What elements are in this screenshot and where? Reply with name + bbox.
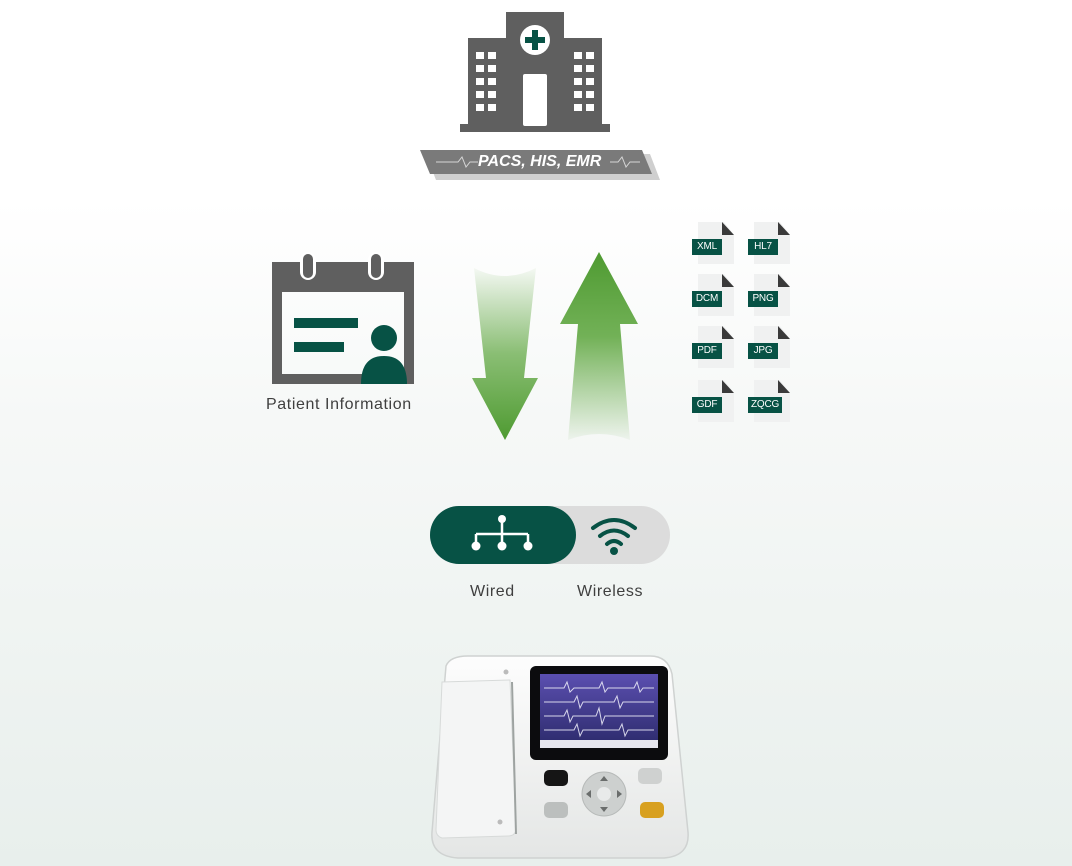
connection-toggle[interactable] bbox=[430, 506, 670, 564]
file-format-label: ZQCG bbox=[748, 397, 783, 413]
pacs-banner bbox=[420, 150, 660, 180]
file-format-label: JPG bbox=[748, 343, 778, 359]
file-format-label: HL7 bbox=[748, 239, 778, 255]
hospital-icon bbox=[460, 12, 610, 132]
file-format-label: PDF bbox=[692, 343, 722, 359]
patient-calendar-icon bbox=[272, 252, 414, 384]
file-icon-hl7: HL7 bbox=[748, 222, 790, 264]
patient-information-label: Patient Information bbox=[266, 396, 412, 413]
network-topology-icon bbox=[471, 515, 533, 551]
wired-option[interactable] bbox=[430, 506, 576, 564]
file-format-label: XML bbox=[692, 239, 722, 255]
file-icon-jpg: JPG bbox=[748, 326, 790, 368]
file-format-label: PNG bbox=[748, 291, 778, 307]
arrow-down-icon bbox=[472, 268, 538, 440]
wireless-option[interactable] bbox=[576, 506, 670, 564]
wired-label: Wired bbox=[470, 583, 515, 600]
arrow-up-icon bbox=[560, 252, 638, 440]
file-format-label: DCM bbox=[692, 291, 722, 307]
wifi-icon bbox=[591, 518, 637, 555]
file-icon-zqcg: ZQCG bbox=[748, 380, 790, 422]
file-icon-png: PNG bbox=[748, 274, 790, 316]
file-icon-gdf: GDF bbox=[692, 380, 734, 422]
ecg-machine-icon bbox=[431, 655, 689, 859]
file-format-label: GDF bbox=[692, 397, 722, 413]
file-icon-pdf: PDF bbox=[692, 326, 734, 368]
wireless-label: Wireless bbox=[577, 583, 644, 600]
file-icon-xml: XML bbox=[692, 222, 734, 264]
pacs-banner-text: PACS, HIS, EMR bbox=[478, 153, 602, 170]
file-icon-dcm: DCM bbox=[692, 274, 734, 316]
